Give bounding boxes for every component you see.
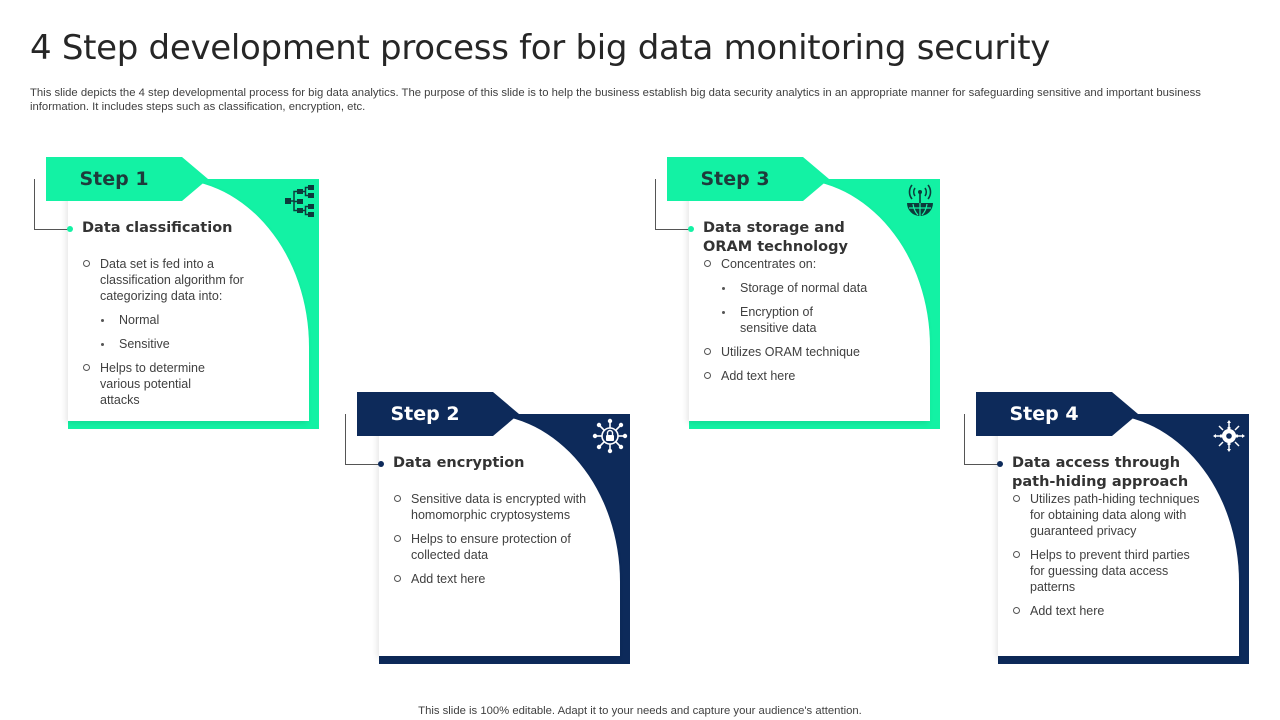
connector-dot <box>378 461 384 467</box>
lock-network-icon <box>592 418 628 454</box>
page-title: 4 Step development process for big data … <box>30 28 1051 68</box>
list-item: Helps to determine various potential att… <box>82 360 218 408</box>
step-label: Step 4 <box>1009 403 1079 425</box>
step-bullets: Data set is fed into a classification al… <box>82 256 257 416</box>
step-1: Step 1 Data classification Data set is f… <box>34 157 336 429</box>
list-item: Add text here <box>393 571 593 587</box>
step-4: Step 4 Data access through path-hiding a… <box>964 392 1266 664</box>
antenna-globe-icon <box>907 184 933 216</box>
connector-dot <box>688 226 694 232</box>
list-item: Encryption of sensitive data <box>703 304 830 336</box>
list-item: Normal <box>82 312 257 328</box>
connector-line <box>655 179 692 230</box>
list-item: Sensitive <box>82 336 257 352</box>
list-item: Helps to prevent third parties for guess… <box>1012 547 1207 595</box>
step-tab <box>357 392 519 436</box>
step-heading: Data encryption <box>393 455 525 471</box>
step-tab <box>667 157 829 201</box>
connector-line <box>345 414 382 465</box>
gear-network-icon <box>1213 420 1245 452</box>
hierarchy-icon <box>285 185 314 217</box>
step-tab <box>46 157 208 201</box>
step-bullets: Sensitive data is encrypted with homomor… <box>393 491 593 595</box>
list-item: Sensitive data is encrypted with homomor… <box>393 491 593 523</box>
step-bullets: Concentrates on: Storage of normal data … <box>703 256 903 392</box>
step-bullets: Utilizes path-hiding techniques for obta… <box>1012 491 1207 627</box>
list-item: Storage of normal data <box>703 280 903 296</box>
step-heading: Data classification <box>82 220 233 236</box>
step-heading: Data access through path-hiding approach <box>1012 455 1189 490</box>
list-item: Helps to ensure protection of collected … <box>393 531 593 563</box>
step-card <box>68 179 319 429</box>
step-card <box>689 179 940 429</box>
step-label: Step 3 <box>700 168 770 190</box>
step-2: Step 2 Data encryption Sensitive data is… <box>345 392 647 664</box>
step-tab <box>976 392 1138 436</box>
list-item: Add text here <box>1012 603 1207 619</box>
step-3: Step 3 Data storage and ORAM technology … <box>655 157 957 429</box>
footer-note: This slide is 100% editable. Adapt it to… <box>418 705 862 717</box>
list-item: Concentrates on: <box>703 256 903 272</box>
connector-line <box>964 414 1001 465</box>
step-card <box>998 414 1249 664</box>
list-item: Utilizes path-hiding techniques for obta… <box>1012 491 1207 539</box>
connector-dot <box>67 226 73 232</box>
step-card <box>379 414 630 664</box>
list-item: Data set is fed into a classification al… <box>82 256 257 304</box>
step-heading: Data storage and ORAM technology <box>703 220 848 255</box>
connector-line <box>34 179 71 230</box>
step-label: Step 1 <box>79 168 149 190</box>
list-item: Utilizes ORAM technique <box>703 344 903 360</box>
page-subtitle: This slide depicts the 4 step developmen… <box>30 87 1201 113</box>
list-item: Add text here <box>703 368 903 384</box>
connector-dot <box>997 461 1003 467</box>
step-label: Step 2 <box>390 403 460 425</box>
